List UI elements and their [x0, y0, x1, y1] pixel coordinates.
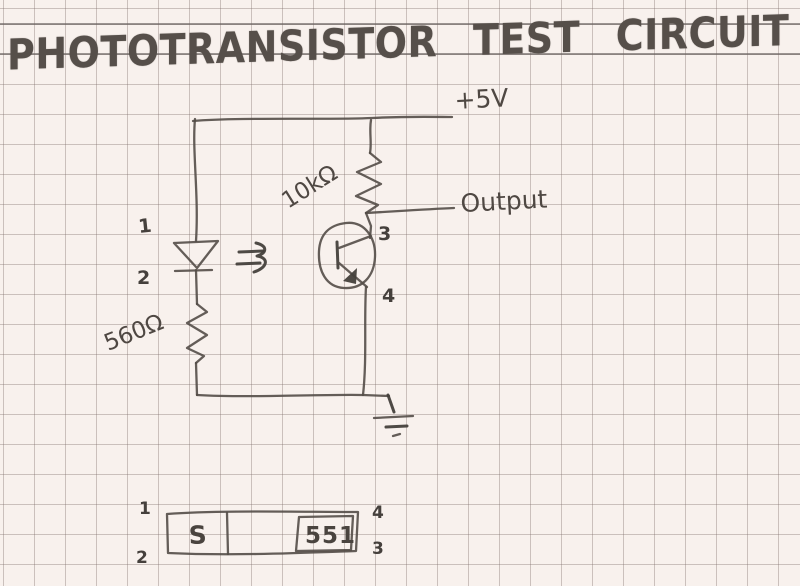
led-triangle: [172, 239, 220, 270]
led-to-resistor-wire: [194, 268, 199, 306]
phototransistor-icon: [317, 221, 377, 290]
output-wire: [364, 206, 456, 215]
led-anode-wire: [193, 117, 198, 243]
led-cathode-bar: [173, 268, 214, 273]
led-pin1-label: 1: [137, 215, 152, 238]
light-arrows-icon: [235, 241, 267, 274]
footprint-pin3-label: 3: [372, 539, 384, 559]
transistor-collector-lead: [337, 234, 373, 250]
pullup-resistor-value-label: 10kΩ: [277, 160, 342, 214]
ruled-heavy-line-second: [0, 53, 800, 55]
emitter-to-rail-wire: [361, 285, 368, 397]
led-resistor-zigzag: [185, 302, 209, 365]
transistor-base-bar: [335, 240, 340, 270]
ground-drop-wire: [386, 393, 396, 414]
footprint-part-mark: 551: [305, 523, 356, 549]
resistor-to-ground-wire: [194, 361, 199, 397]
ground-bar-short: [384, 424, 409, 429]
top-power-rail-wire: [191, 115, 454, 123]
ground-bar-tick: [391, 432, 402, 438]
led-resistor-value-label: 560Ω: [101, 309, 168, 356]
light-arrow-heads: [252, 241, 267, 274]
pullup-stem-wire: [368, 118, 373, 155]
transistor-pin4-label: 4: [382, 285, 395, 307]
output-label: Output: [460, 184, 548, 218]
footprint-pin4-label: 4: [372, 503, 384, 523]
ground-icon: [372, 393, 415, 438]
transistor-pin3-label: 3: [378, 223, 391, 245]
bottom-ground-rail-wire: [195, 393, 391, 398]
led-icon: [172, 239, 220, 273]
footprint-marking-box: [294, 514, 355, 553]
footprint-divider-line: [225, 511, 230, 556]
pullup-resistor-zigzag: [354, 151, 383, 215]
footprint-pin1-label: 1: [139, 499, 151, 519]
light-arrow-line-top: [237, 249, 265, 254]
ruled-heavy-line-top: [0, 23, 800, 25]
transistor-circle: [317, 221, 377, 290]
footprint-outline: [165, 510, 360, 556]
light-arrow-line-bottom: [235, 261, 262, 266]
transistor-emitter-arrowhead: [343, 268, 357, 284]
led-pin2-label: 2: [137, 267, 150, 289]
ground-bar-long: [372, 414, 415, 420]
footprint-polarity-mark: S: [188, 520, 208, 550]
footprint-pin2-label: 2: [136, 548, 148, 568]
footprint-body-rect: [165, 510, 360, 556]
supply-voltage-label: +5V: [454, 83, 509, 115]
